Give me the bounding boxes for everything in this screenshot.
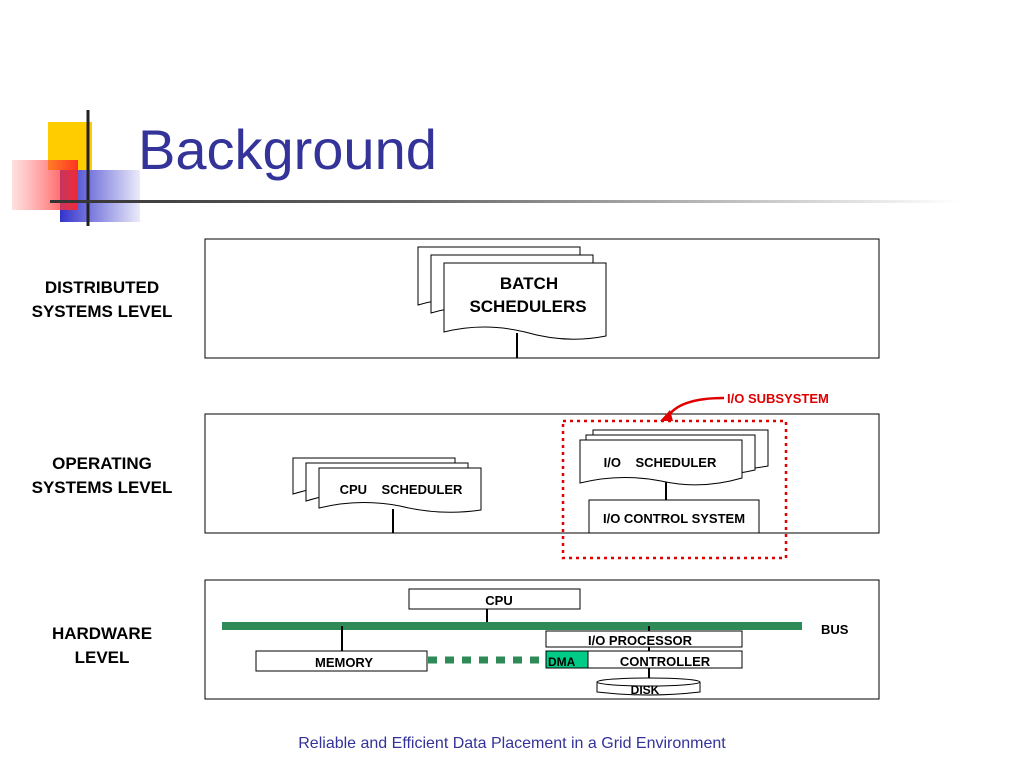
page-title: Background	[138, 118, 437, 181]
cpu-scheduler-label: CPU SCHEDULER	[340, 482, 463, 497]
bus-label: BUS	[821, 622, 849, 637]
dma-label: DMA	[548, 655, 576, 669]
disk-label: DISK	[631, 683, 660, 697]
footer-text: Reliable and Efficient Data Placement in…	[298, 735, 726, 752]
cpu-box	[408, 588, 581, 610]
io-control-system-box	[588, 499, 760, 534]
cpu-scheduler-stack	[292, 457, 482, 513]
system-bus	[222, 622, 802, 630]
disk-cylinder	[596, 677, 701, 696]
io-processor-box	[545, 630, 743, 648]
io-scheduler-stack	[579, 429, 769, 486]
io-control-system-label: I/O CONTROL SYSTEM	[603, 511, 745, 526]
controller-label: CONTROLLER	[620, 654, 711, 669]
io-subsystem-arrowhead	[660, 410, 673, 421]
level-label-hardware: HARDWARE LEVEL	[51, 624, 153, 667]
batch-schedulers-stack	[417, 246, 607, 340]
io-subsystem-label: I/O SUBSYSTEM	[727, 391, 829, 406]
io-scheduler-label: I/O SCHEDULER	[604, 455, 717, 470]
io-processor-label: I/O PROCESSOR	[588, 633, 693, 648]
batch-label-line2: SCHEDULERS	[469, 297, 586, 316]
io-subsystem-outline	[561, 419, 788, 560]
batch-label-line1: BATCH	[500, 274, 558, 293]
memory-box	[255, 650, 428, 672]
level-label-operating: OPERATING SYSTEMS LEVEL	[31, 454, 173, 497]
memory-label: MEMORY	[315, 655, 373, 670]
title-underline	[50, 200, 960, 203]
level-label-distributed: DISTRIBUTED SYSTEMS LEVEL	[31, 278, 173, 321]
cpu-label: CPU	[485, 593, 512, 608]
dma-cell	[545, 650, 589, 669]
